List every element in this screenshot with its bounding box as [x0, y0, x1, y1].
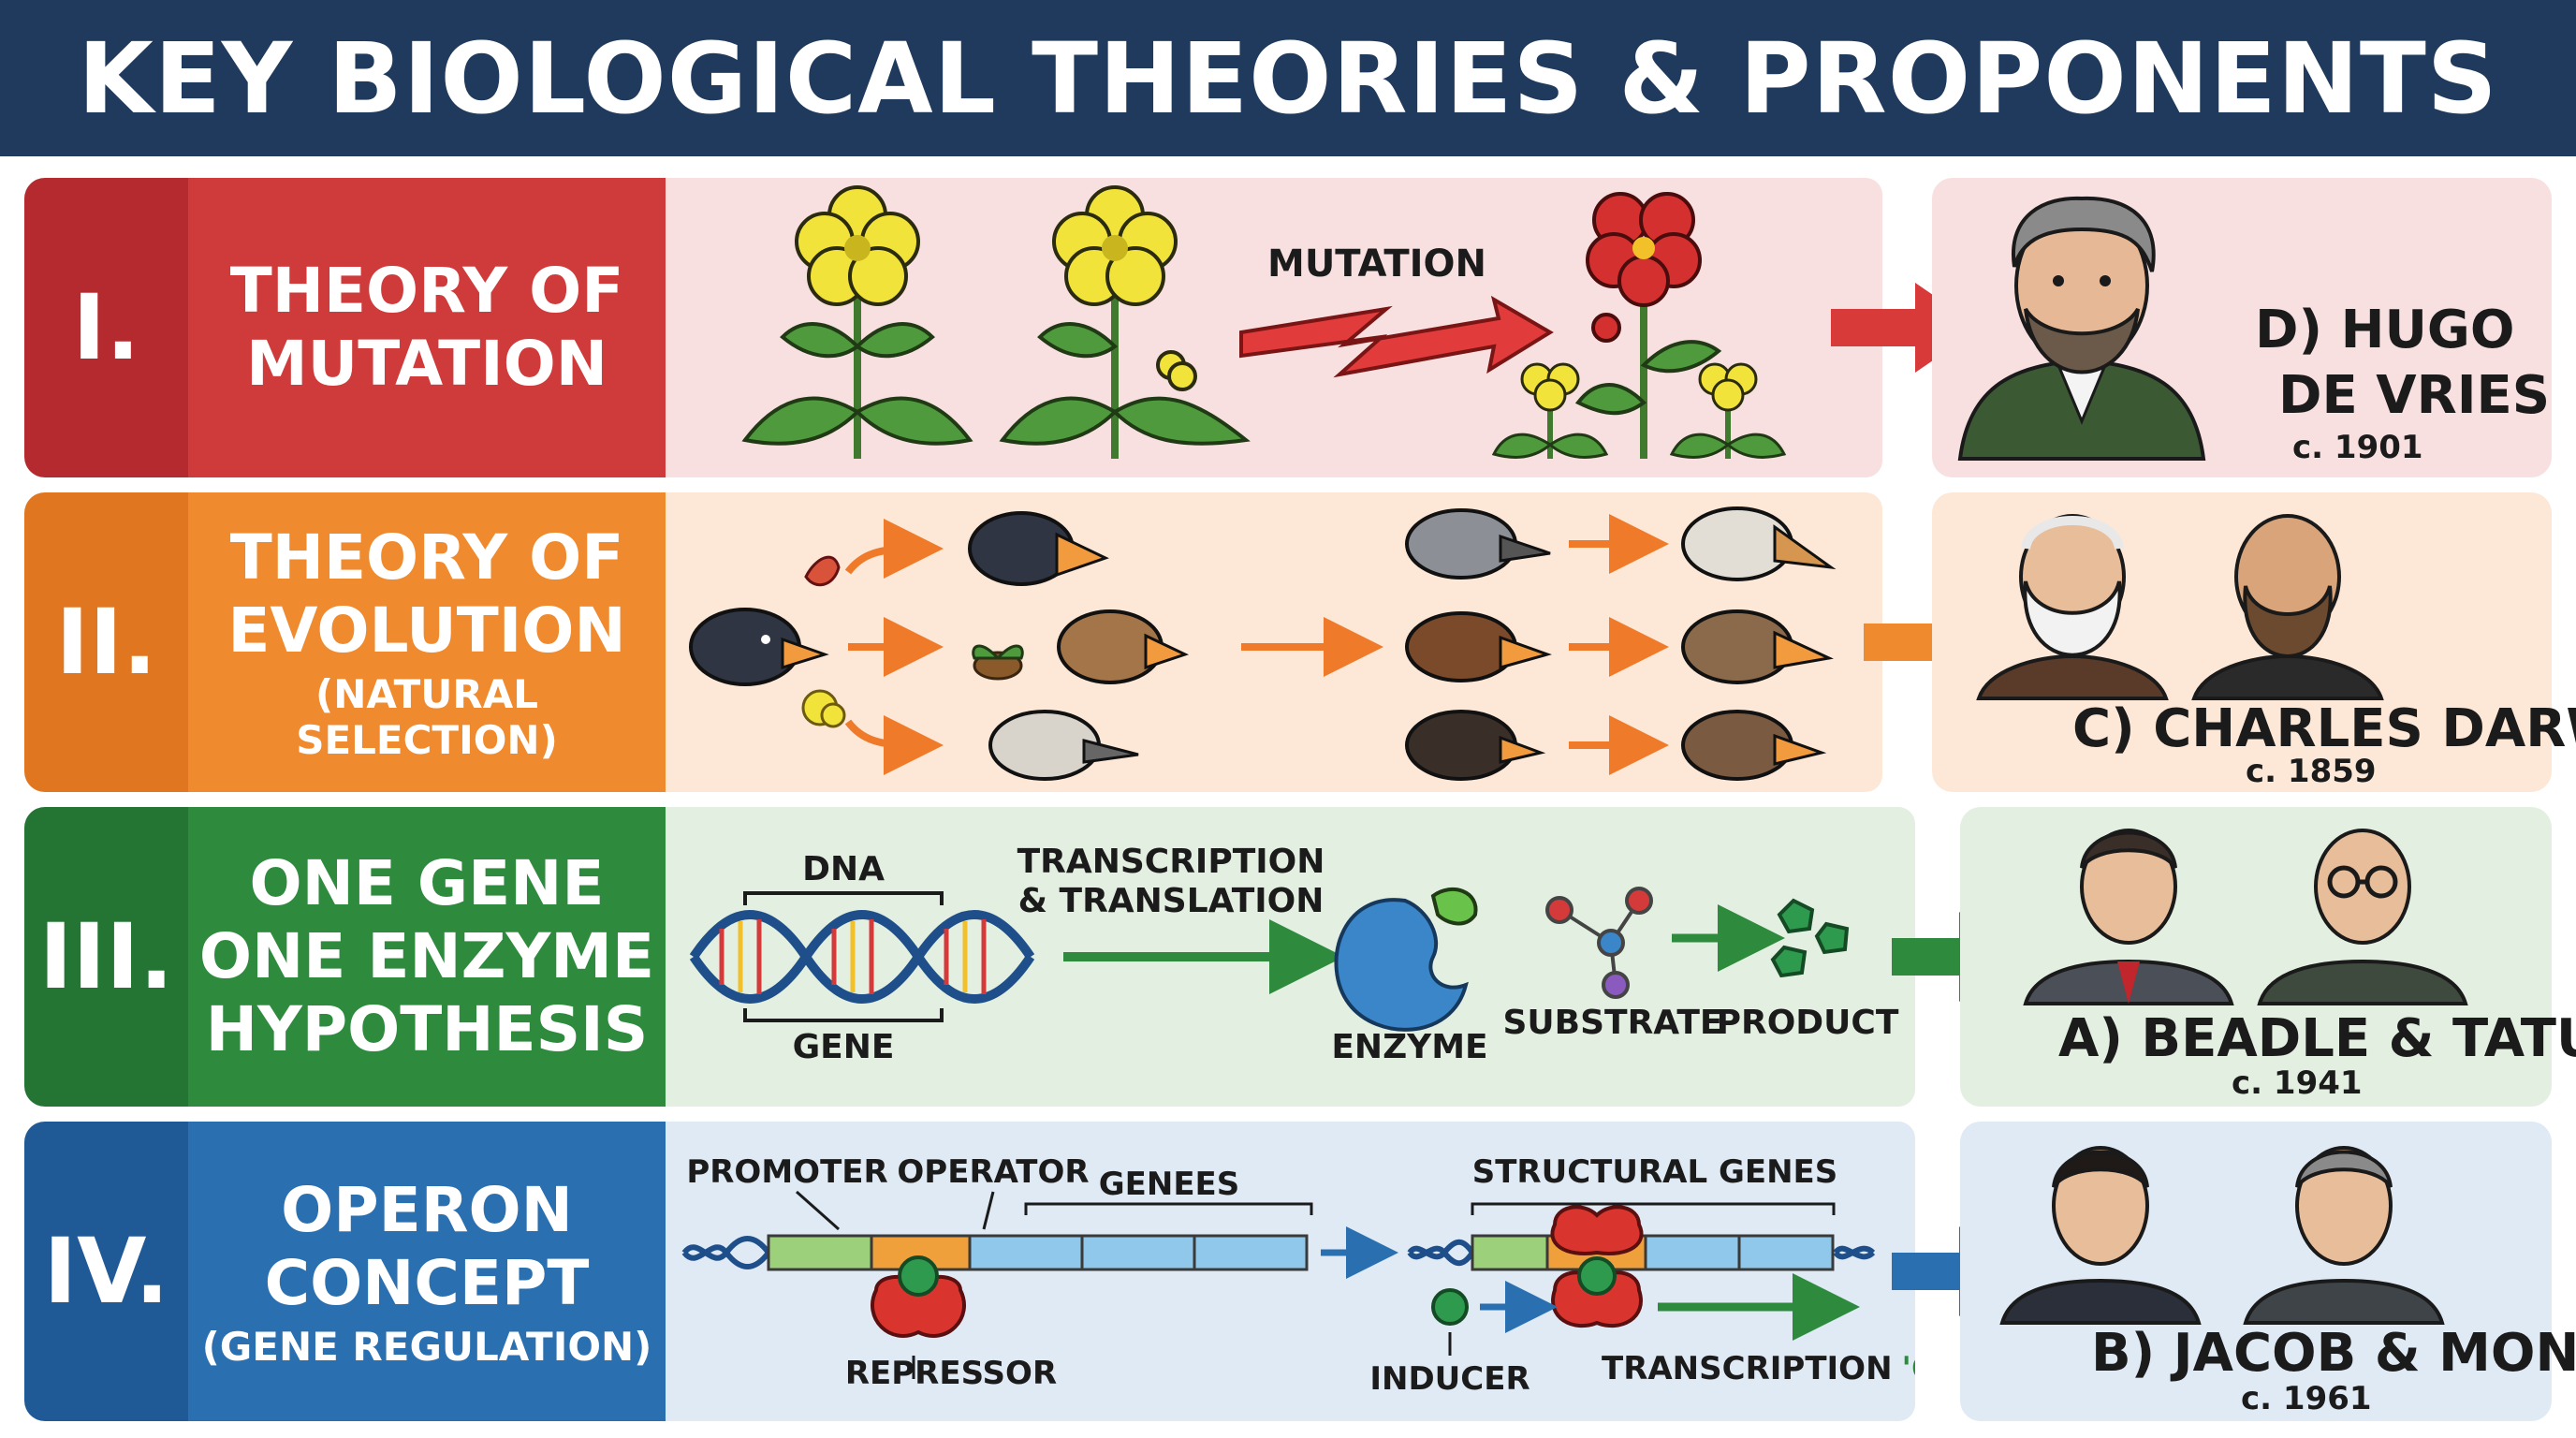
- zigzag-arrow-icon: [1239, 295, 1554, 378]
- transcription-label: TRANSCRIPTION: [1017, 843, 1325, 881]
- theory-title-line: HYPOTHESIS: [205, 993, 649, 1065]
- dna-label: DNA: [802, 850, 885, 888]
- operon-bar: [1471, 1234, 1835, 1271]
- proponent-date: c. 1901: [2292, 429, 2423, 466]
- row-numeral: III.: [24, 807, 188, 1107]
- finch-icon: [1405, 710, 1546, 781]
- mutation-illustration: MUTATION: [666, 178, 1882, 477]
- operon-bar: [767, 1234, 1309, 1271]
- seed-icon: [804, 555, 841, 587]
- proponent-card: C) CHARLES DARWIN c. 1859: [1932, 492, 2576, 792]
- proponent-name: C) CHARLES DARWIN: [2072, 698, 2576, 759]
- substrate-icon: [1545, 887, 1653, 999]
- proponent-date: c. 1961: [2241, 1380, 2372, 1417]
- sprout-icon: [972, 644, 1024, 681]
- yellow-flower-icon: [741, 185, 973, 459]
- yellow-flower-icon: [999, 185, 1251, 459]
- substrate-label: SUBSTRATE: [1502, 1004, 1722, 1042]
- gene-enzyme-illustration: DNA GENE TRANSCRIPTION & TRANSLATION: [666, 807, 1915, 1107]
- repressor-icon: [871, 1255, 966, 1338]
- finch-icon: [1405, 611, 1552, 682]
- row-operon: IV. OPERON CONCEPT (GENE REGULATION) PRO…: [24, 1122, 2576, 1421]
- proponent-card: B) JACOB & MONOD c. 1961: [1960, 1122, 2576, 1421]
- row-mutation: I. THEORY OF MUTATION: [24, 178, 2552, 477]
- enzyme-label: ENZYME: [1331, 1028, 1487, 1066]
- inducer-icon: [1431, 1288, 1469, 1326]
- red-flower-icon: [1574, 192, 1722, 459]
- finch-icon: [1681, 506, 1837, 581]
- page-title: KEY BIOLOGICAL THEORIES & PROPONENTS: [78, 21, 2498, 136]
- evolution-illustration: [666, 492, 1882, 792]
- row-numeral: IV.: [24, 1122, 188, 1421]
- portrait-monod-icon: [2243, 1146, 2445, 1325]
- theory-title: OPERON CONCEPT (GENE REGULATION): [188, 1122, 666, 1421]
- promoter-label: PROMOTER: [686, 1153, 887, 1191]
- portrait-beadle-icon: [2023, 829, 2234, 1005]
- translation-label: & TRANSLATION: [1018, 882, 1325, 920]
- finch-icon: [1681, 609, 1834, 684]
- proponent-name: B) JACOB & MONOD: [2091, 1323, 2576, 1384]
- gene-label: GENE: [793, 1028, 895, 1066]
- theory-title: THEORY OF EVOLUTION (NATURAL SELECTION): [188, 492, 666, 792]
- theory-title: THEORY OF MUTATION: [188, 178, 666, 477]
- finch-icon: [968, 511, 1109, 586]
- inducer-label: INDUCER: [1369, 1360, 1530, 1398]
- product-label: PRODUCT: [1717, 1004, 1899, 1042]
- theory-title-line: ONE GENE: [249, 847, 605, 919]
- small-yellow-flower-icon: [1669, 362, 1787, 459]
- structural-genes-label: STRUCTURAL GENES: [1472, 1153, 1838, 1191]
- finch-icon: [689, 608, 829, 686]
- theory-title-line: THEORY OF: [229, 521, 624, 594]
- theory-subtitle: (NATURAL SELECTION): [296, 671, 558, 763]
- transcription-on-label: TRANSCRIPTION'ON': [1602, 1350, 1915, 1387]
- proponent-date: c. 1941: [2232, 1064, 2363, 1102]
- theory-title-line: THEORY OF: [229, 255, 624, 327]
- header-banner: KEY BIOLOGICAL THEORIES & PROPONENTS: [0, 0, 2576, 156]
- portrait-darwin-icon: [2191, 514, 2384, 700]
- proponent-card: A) BEADLE & TATUM c. 1941: [1960, 807, 2576, 1107]
- portrait-tatum-icon: [2257, 829, 2468, 1005]
- finch-icon: [1405, 508, 1551, 580]
- repressor-label: REPRESSOR: [845, 1355, 1057, 1392]
- finch-icon: [1681, 710, 1827, 781]
- row-numeral: II.: [24, 492, 188, 792]
- product-icon: [1770, 898, 1850, 978]
- operator-label: OPERATOR: [897, 1153, 1089, 1191]
- row-numeral: I.: [24, 178, 188, 477]
- on-state-label: 'ON': [1902, 1350, 1915, 1387]
- theory-title-line: EVOLUTION: [227, 594, 626, 667]
- dna-segment-icon: [1407, 1239, 1876, 1267]
- theory-subtitle: (GENE REGULATION): [201, 1323, 652, 1370]
- row-evolution: II. THEORY OF EVOLUTION (NATURAL SELECTI…: [24, 492, 2576, 792]
- finch-icon: [988, 710, 1139, 781]
- dna-segment-icon: [681, 1236, 771, 1269]
- theory-title-line: OPERON: [281, 1173, 573, 1246]
- finch-icon: [1057, 609, 1190, 684]
- mutation-label: MUTATION: [1267, 242, 1486, 286]
- proponent-name: DE VRIES: [2278, 365, 2551, 426]
- small-yellow-flower-icon: [1491, 362, 1609, 459]
- proponent-date: c. 1859: [2246, 753, 2377, 790]
- dna-helix-icon: [689, 910, 1035, 1004]
- theory-title-line: ONE ENZYME: [198, 920, 655, 992]
- theory-title-line: MUTATION: [245, 328, 608, 400]
- theory-title: ONE GENE ONE ENZYME HYPOTHESIS: [188, 807, 666, 1107]
- portrait-de-vries-icon: [1957, 196, 2206, 461]
- genees-label: GENEES: [1099, 1166, 1240, 1203]
- proponent-name: D) HUGO: [2255, 300, 2515, 360]
- portrait-darwin-icon: [1976, 514, 2169, 700]
- proponent-name: A) BEADLE & TATUM: [2058, 1008, 2576, 1069]
- proponent-card: D) HUGO DE VRIES c. 1901: [1932, 178, 2552, 477]
- operon-illustration: PROMOTER OPERATOR GENEES: [666, 1122, 1915, 1421]
- enzyme-icon: [1334, 887, 1478, 1032]
- theory-title-line: CONCEPT: [264, 1246, 590, 1319]
- pollen-icon: [801, 689, 846, 728]
- row-one-gene-one-enzyme: III. ONE GENE ONE ENZYME HYPOTHESIS DNA: [24, 807, 2576, 1107]
- repressor-inducer-complex-icon: [1550, 1205, 1644, 1328]
- portrait-jacob-icon: [1999, 1146, 2202, 1325]
